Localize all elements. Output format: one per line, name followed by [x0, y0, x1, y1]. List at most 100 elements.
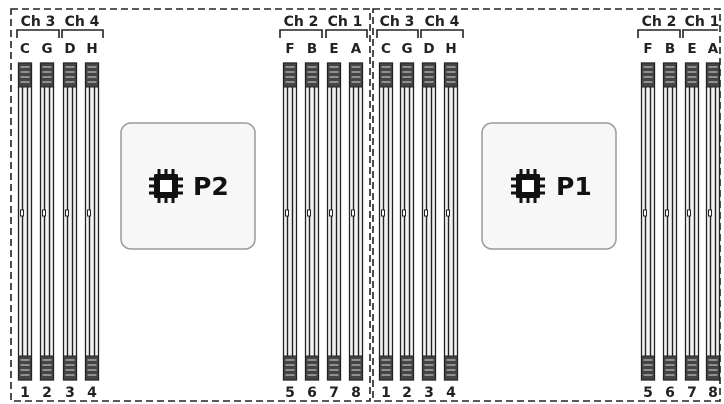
dimm-slot-latch: [305, 62, 319, 88]
section-border: [10, 8, 371, 402]
dimm-slot-latch: [422, 355, 436, 381]
chip-pin: [157, 169, 161, 174]
processor-chip-icon: [149, 169, 183, 203]
dimm-slot-latch: [641, 355, 655, 381]
slot-number: 2: [402, 385, 412, 401]
channel-label-ch1: Ch 1: [685, 14, 720, 30]
dimm-slot-body: [84, 62, 100, 381]
channel-bracket-ch2: [279, 29, 323, 38]
channel-bracket-ch2: [637, 29, 681, 38]
channel-label-ch4: Ch 4: [425, 14, 460, 30]
dimm-slot-body: [326, 62, 342, 381]
dimm-slot-group: [378, 62, 721, 381]
dimm-slot-key: [402, 209, 406, 217]
slot-letter: H: [86, 41, 97, 57]
dimm-slot: [348, 62, 364, 381]
chip-pin: [540, 184, 545, 188]
dimm-slot: [399, 62, 415, 381]
dimm-slot: [640, 62, 656, 381]
slot-number: 7: [687, 385, 697, 401]
dimm-slot-key: [643, 209, 647, 217]
dimm-slot-latch: [63, 62, 77, 88]
dimm-slot-latch: [706, 62, 720, 88]
dimm-slot: [282, 62, 298, 381]
slot-number: 4: [446, 385, 456, 401]
slot-number: 5: [285, 385, 295, 401]
chip-pin: [540, 177, 545, 181]
chip-pin: [164, 198, 168, 203]
dimm-slot-body: [348, 62, 364, 381]
chip-pin: [511, 191, 516, 195]
dimm-slot-latch: [663, 355, 677, 381]
dimm-slot-body: [17, 62, 33, 381]
cpu-box: [481, 122, 617, 250]
dimm-slot-body: [640, 62, 656, 381]
dimm-slot-group: [17, 62, 364, 381]
dimm-slot-latch: [422, 62, 436, 88]
slot-letter: H: [445, 41, 456, 57]
slot-letter: E: [687, 41, 696, 57]
slot-letter: C: [20, 41, 30, 57]
dimm-slot-latch: [663, 62, 677, 88]
dimm-slot-key: [446, 209, 450, 217]
dimm-slot-latch: [444, 62, 458, 88]
chip-pin: [526, 198, 530, 203]
cpu-label: P1: [556, 172, 592, 201]
slot-letter: D: [64, 41, 75, 57]
slot-number: 7: [329, 385, 339, 401]
channel-bracket-ch4: [420, 29, 464, 38]
chip-pin: [149, 191, 154, 195]
dimm-slot-body: [662, 62, 678, 381]
slot-letter: F: [643, 41, 652, 57]
dimm-slot-body: [282, 62, 298, 381]
dimm-slot-body: [443, 62, 459, 381]
slot-number: 2: [42, 385, 52, 401]
cpu-p2: P2: [120, 122, 256, 250]
chip-pin: [519, 169, 523, 174]
chip-pin: [149, 177, 154, 181]
slot-number: 1: [381, 385, 391, 401]
dimm-slot-key: [708, 209, 712, 217]
dimm-slot-body: [62, 62, 78, 381]
dimm-slot: [326, 62, 342, 381]
dimm-slot: [17, 62, 33, 381]
cpu-label: P2: [193, 172, 229, 201]
slot-number: 5: [643, 385, 653, 401]
slot-number: 1: [20, 385, 30, 401]
slot-letter: E: [329, 41, 338, 57]
channel-label-ch3: Ch 3: [21, 14, 56, 30]
chip-pin: [149, 184, 154, 188]
dimm-slot-latch: [379, 355, 393, 381]
dimm-slot-latch: [685, 355, 699, 381]
dimm-slot: [421, 62, 437, 381]
dimm-slot: [662, 62, 678, 381]
dimm-slot-latch: [283, 355, 297, 381]
dimm-slot: [684, 62, 700, 381]
slot-letter: B: [307, 41, 317, 57]
channel-label-ch2: Ch 2: [284, 14, 319, 30]
channel-bracket-ch3: [16, 29, 60, 38]
channel-label-ch1: Ch 1: [328, 14, 363, 30]
chip-pin: [171, 198, 175, 203]
slot-number: 6: [665, 385, 675, 401]
chip-pin: [511, 184, 516, 188]
channel-bracket-ch1: [325, 29, 368, 38]
dimm-slot-latch: [305, 355, 319, 381]
channel-label-ch4: Ch 4: [65, 14, 100, 30]
slot-letter: G: [41, 41, 52, 57]
dimm-slot: [443, 62, 459, 381]
chip-pin: [511, 177, 516, 181]
slot-letter: D: [423, 41, 434, 57]
chip-pin: [164, 169, 168, 174]
dimm-slot-latch: [40, 62, 54, 88]
dimm-slot: [39, 62, 55, 381]
dimm-slot-key: [20, 209, 24, 217]
dimm-slot-key: [307, 209, 311, 217]
dimm-slot-key: [381, 209, 385, 217]
dimm-slot-latch: [327, 355, 341, 381]
dimm-slot: [84, 62, 100, 381]
slot-number: 3: [65, 385, 75, 401]
chip-pin: [171, 169, 175, 174]
dimm-slot-key: [65, 209, 69, 217]
